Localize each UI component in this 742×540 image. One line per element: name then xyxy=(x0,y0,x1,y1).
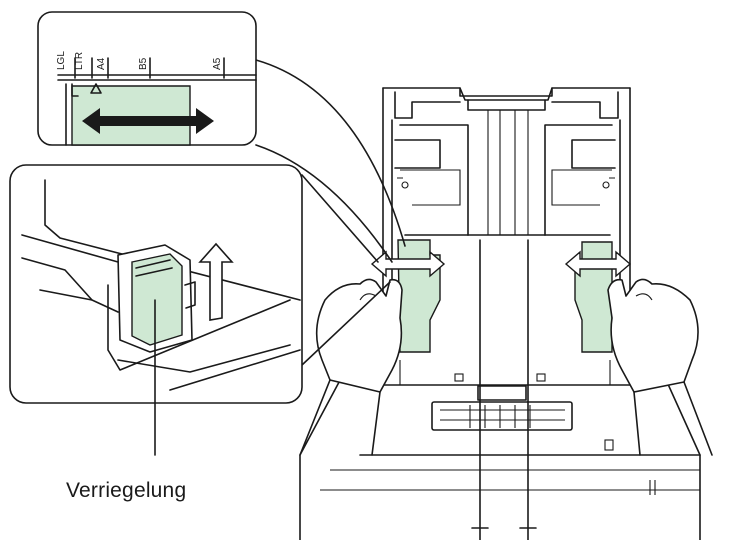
slide-direction-arrow-icon xyxy=(82,108,214,134)
size-mark-lgl: LGL xyxy=(56,51,67,70)
left-hand xyxy=(299,278,403,456)
paper-cassette xyxy=(299,87,701,540)
inset-left-connector xyxy=(301,174,379,263)
right-guide-slide-arrow-icon xyxy=(564,250,632,278)
lock-label: Verriegelung xyxy=(66,479,187,502)
size-mark-a4: A4 xyxy=(96,57,107,70)
right-hand xyxy=(607,278,713,456)
position-marker-icon xyxy=(90,83,102,94)
inset-size-scale: LGL LTR A4 B5 A5 xyxy=(37,11,257,146)
left-guide-slide-arrow-icon xyxy=(370,250,446,278)
inset-lock-detail xyxy=(9,164,303,456)
size-mark-a5: A5 xyxy=(212,57,223,70)
inset-left-connector-lower xyxy=(301,281,391,366)
lift-up-arrow-icon xyxy=(198,242,234,321)
inset-top-connector xyxy=(255,59,406,247)
size-mark-b5: B5 xyxy=(138,57,149,70)
size-mark-ltr: LTR xyxy=(74,52,85,70)
inset-top-connector-lower xyxy=(255,144,393,263)
